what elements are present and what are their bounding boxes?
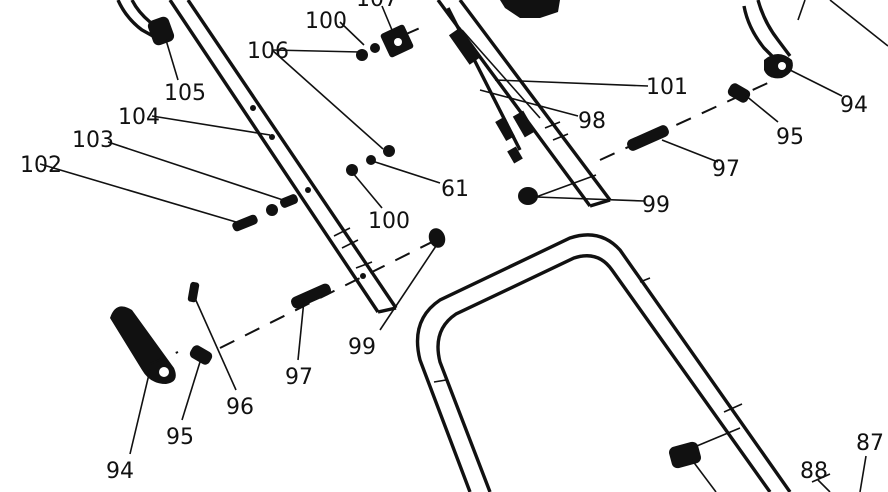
callout-106: 106 [247,39,289,64]
lower-frame [415,233,831,492]
lower-left-clamp-lever [110,306,176,384]
callout-100-center: 100 [368,209,410,234]
callout-105: 105 [164,81,206,106]
callout-95-left: 95 [166,425,194,450]
callout-97-left: 97 [285,365,313,390]
callout-87: 87 [856,431,884,456]
top-right-clamp-lever [742,0,888,79]
callout-101: 101 [646,75,688,100]
callout-100-top: 100 [305,9,347,34]
callout-99-right: 99 [642,193,670,218]
callout-61: 61 [441,177,469,202]
left-handle-bar [168,0,398,314]
callout-102: 102 [20,153,62,178]
top-left-clamp-lever [116,0,175,46]
callout-labels: 107 100 106 105 104 103 102 61 100 101 9… [20,0,884,484]
callout-104: 104 [118,105,160,130]
callout-107: 107 [356,0,398,12]
callout-96: 96 [226,395,254,420]
callout-103: 103 [72,128,114,153]
callout-97-right: 97 [712,157,740,182]
callout-99-left: 99 [348,335,376,360]
callout-88: 88 [800,459,828,484]
callout-94-right: 94 [840,93,868,118]
leader-lines [39,5,867,492]
callout-98: 98 [578,109,606,134]
callout-95-right: 95 [776,125,804,150]
callout-94-left: 94 [106,459,134,484]
right-handle-bar [436,0,612,208]
hardware-parts [187,24,751,469]
